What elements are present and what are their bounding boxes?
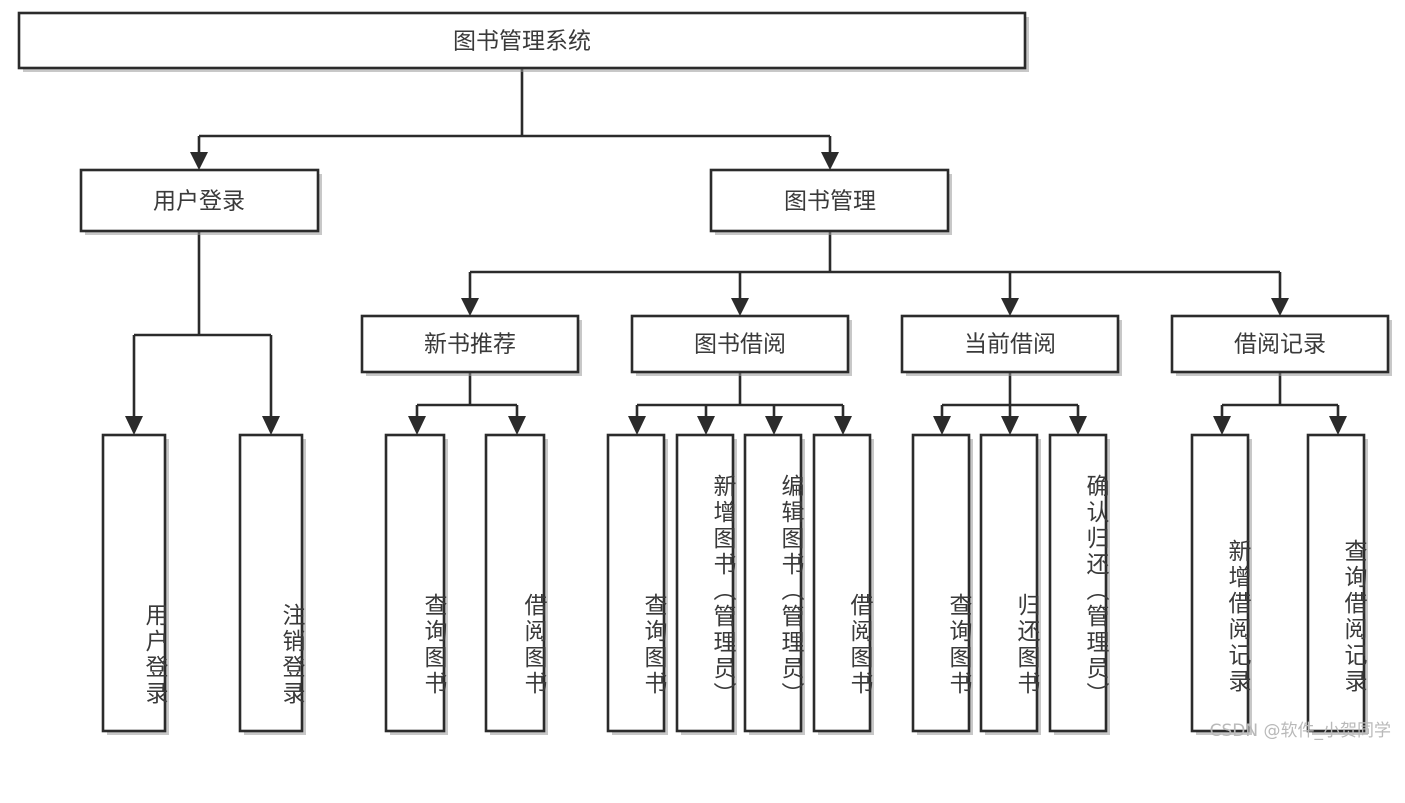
- node-current-borrow-box: [900, 314, 1120, 374]
- leaf-box: [484, 433, 546, 733]
- arrow-head-record-leaf-1: [1213, 416, 1231, 435]
- arrow-head-borrow-leaf-1: [628, 416, 646, 435]
- flowchart-canvas: 图书管理系统 用户登录 图书管理 新书推荐: [17, 11, 1392, 735]
- leaf-user-login-login[interactable]: [101, 433, 169, 735]
- arrow-head-leaf-user-login: [125, 416, 143, 435]
- node-book-management[interactable]: 图书管理: [709, 168, 952, 235]
- leaf-borrow-add-book[interactable]: [675, 433, 737, 735]
- leaf-box: [1048, 433, 1108, 733]
- leaf-borrow-edit-book[interactable]: [743, 433, 805, 735]
- leaf-recommend-borrow-book[interactable]: [484, 433, 548, 735]
- arrow-head-user-login: [190, 152, 208, 170]
- node-current-borrow[interactable]: 当前借阅: [900, 314, 1122, 376]
- leaf-box: [812, 433, 872, 733]
- node-root[interactable]: 图书管理系统: [17, 11, 1029, 72]
- leaf-current-return-book[interactable]: [979, 433, 1041, 735]
- leaf-borrow-query-book[interactable]: [606, 433, 668, 735]
- arrow-head-book-mgmt: [821, 152, 839, 170]
- leaf-current-confirm-return[interactable]: [1048, 433, 1110, 735]
- node-current-borrow-label: 当前借阅: [964, 332, 1056, 358]
- leaf-box: [675, 433, 735, 733]
- leaf-box: [743, 433, 803, 733]
- node-root-label: 图书管理系统: [453, 29, 591, 55]
- node-book-borrow-box: [630, 314, 850, 374]
- arrow-head-borrow-leaf-3: [765, 416, 783, 435]
- arrow-head-current-leaf-3: [1069, 416, 1087, 435]
- leaf-box: [101, 433, 167, 733]
- node-book-management-box: [709, 168, 950, 233]
- leaf-borrow-borrow-book[interactable]: [812, 433, 874, 735]
- leaf-record-add-record[interactable]: [1190, 433, 1252, 735]
- connector-layer: [125, 68, 1347, 435]
- node-user-login-box: [79, 168, 320, 233]
- arrow-head-leaf-logout: [262, 416, 280, 435]
- arrow-head-current-leaf-2: [1001, 416, 1019, 435]
- node-book-borrow[interactable]: 图书借阅: [630, 314, 852, 376]
- node-borrow-record-label: 借阅记录: [1234, 332, 1326, 358]
- arrow-head-borrow-leaf-2: [697, 416, 715, 435]
- leaf-box: [606, 433, 666, 733]
- node-book-management-label: 图书管理: [784, 189, 876, 215]
- leaf-box: [238, 433, 304, 733]
- node-new-book-recommend[interactable]: 新书推荐: [360, 314, 582, 376]
- arrow-head-recommend-leaf-1: [408, 416, 426, 435]
- arrow-head-borrow-leaf-4: [834, 416, 852, 435]
- node-user-login[interactable]: 用户登录: [79, 168, 322, 235]
- node-root-box: [17, 11, 1027, 70]
- arrow-head-book-borrow: [731, 298, 749, 316]
- leaf-box: [1190, 433, 1250, 733]
- leaf-current-query-book[interactable]: [911, 433, 973, 735]
- node-layer: 图书管理系统 用户登录 图书管理 新书推荐: [17, 11, 1392, 735]
- leaf-box: [1306, 433, 1366, 733]
- node-borrow-record[interactable]: 借阅记录: [1170, 314, 1392, 376]
- node-book-borrow-label: 图书借阅: [694, 332, 786, 358]
- arrow-head-borrow-record: [1271, 298, 1289, 316]
- node-user-login-label: 用户登录: [153, 189, 245, 215]
- node-new-book-recommend-box: [360, 314, 580, 374]
- leaf-box: [979, 433, 1039, 733]
- arrow-head-new-book-recommend: [461, 298, 479, 316]
- node-borrow-record-box: [1170, 314, 1390, 374]
- leaf-record-query-record[interactable]: [1306, 433, 1368, 735]
- node-new-book-recommend-label: 新书推荐: [424, 332, 516, 358]
- leaf-box: [911, 433, 971, 733]
- arrow-head-recommend-leaf-2: [508, 416, 526, 435]
- leaf-recommend-query-book[interactable]: [384, 433, 448, 735]
- leaf-user-login-logout[interactable]: [238, 433, 306, 735]
- flowchart-diagram: 图书管理系统 用户登录 图书管理 新书推荐: [17, 11, 1392, 741]
- arrow-head-current-borrow: [1001, 298, 1019, 316]
- arrow-head-current-leaf-1: [933, 416, 951, 435]
- arrow-head-record-leaf-2: [1329, 416, 1347, 435]
- leaf-box: [384, 433, 446, 733]
